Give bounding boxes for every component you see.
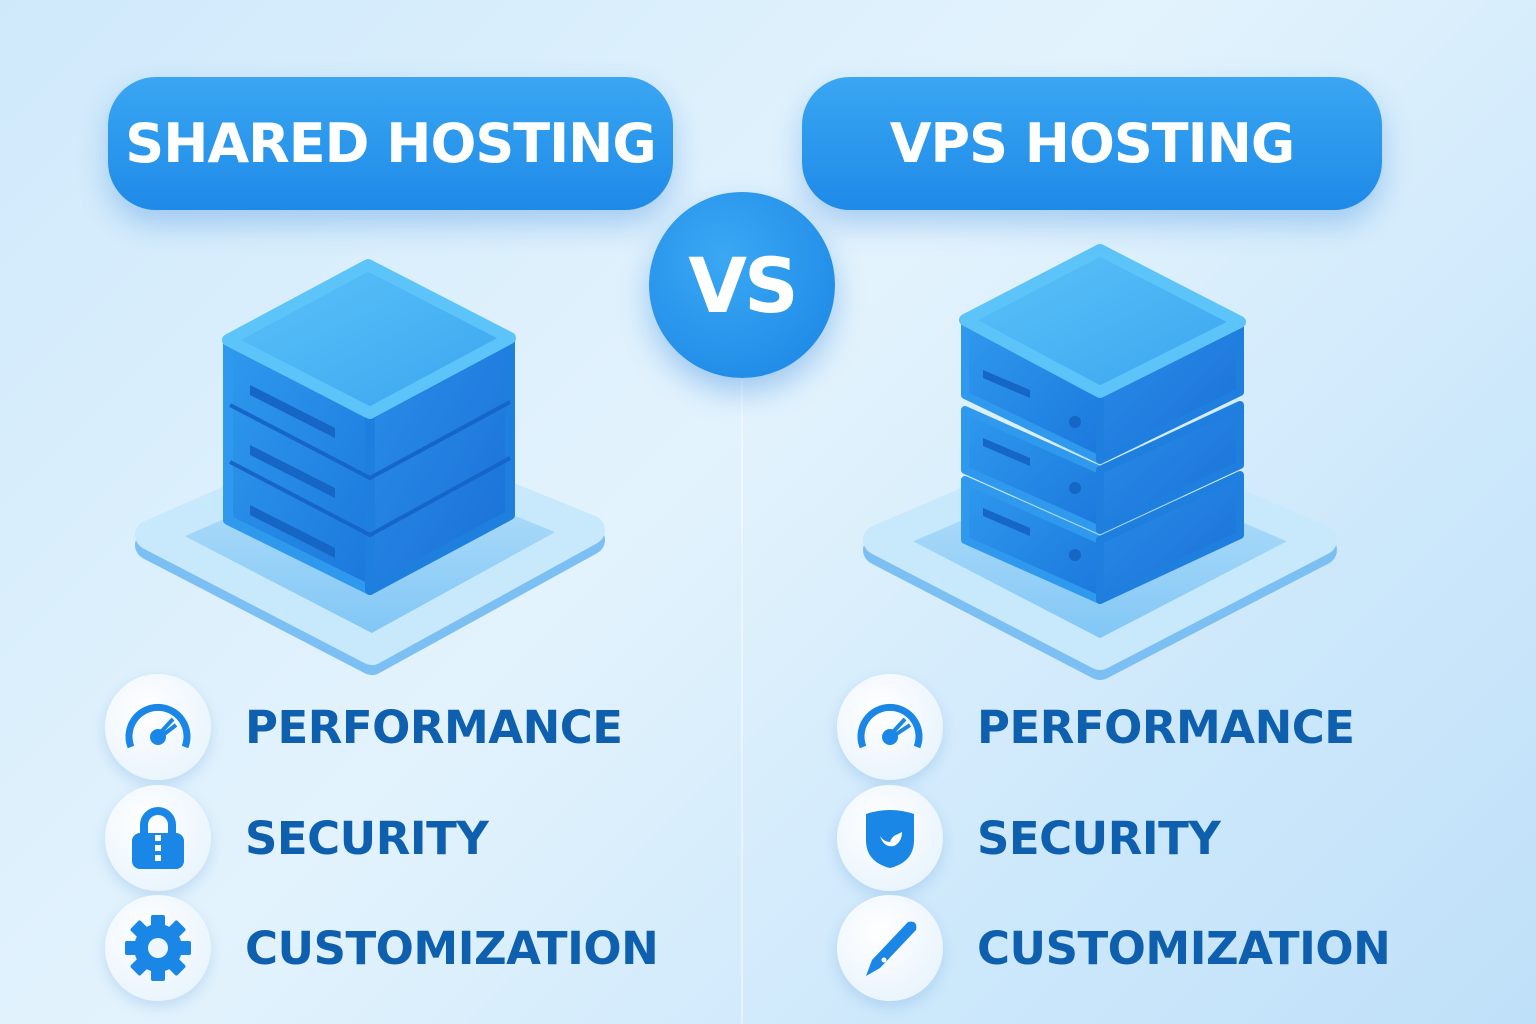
- shared-server-illustration: [135, 259, 605, 675]
- shield-bird-icon: [837, 785, 943, 891]
- right-feature-performance: PERFORMANCE: [837, 674, 1355, 780]
- server-unit-middle: [961, 401, 1244, 534]
- right-feature-security: SECURITY: [837, 785, 1221, 891]
- vps-server-illustration: [863, 244, 1337, 680]
- server-unit-top: [959, 244, 1246, 464]
- right-feature-customization: CUSTOMIZATION: [837, 895, 1391, 1001]
- feature-label: SECURITY: [977, 811, 1221, 865]
- server-unit-bottom: [961, 471, 1244, 604]
- feature-label: SECURITY: [245, 811, 489, 865]
- speedometer-icon: [837, 674, 943, 780]
- pen-icon: [837, 895, 943, 1001]
- feature-label: CUSTOMIZATION: [245, 921, 659, 975]
- feature-label: PERFORMANCE: [245, 700, 623, 754]
- center-divider: [741, 380, 743, 1024]
- padlock-icon: [105, 785, 211, 891]
- left-feature-customization: CUSTOMIZATION: [105, 895, 659, 1001]
- vs-badge: VS: [649, 192, 835, 378]
- vps-hosting-title: VPS HOSTING: [802, 77, 1382, 210]
- speedometer-icon: [105, 674, 211, 780]
- left-feature-security: SECURITY: [105, 785, 489, 891]
- feature-label: CUSTOMIZATION: [977, 921, 1391, 975]
- feature-label: PERFORMANCE: [977, 700, 1355, 754]
- left-feature-performance: PERFORMANCE: [105, 674, 623, 780]
- shared-hosting-title: SHARED HOSTING: [108, 77, 673, 210]
- gear-icon: [105, 895, 211, 1001]
